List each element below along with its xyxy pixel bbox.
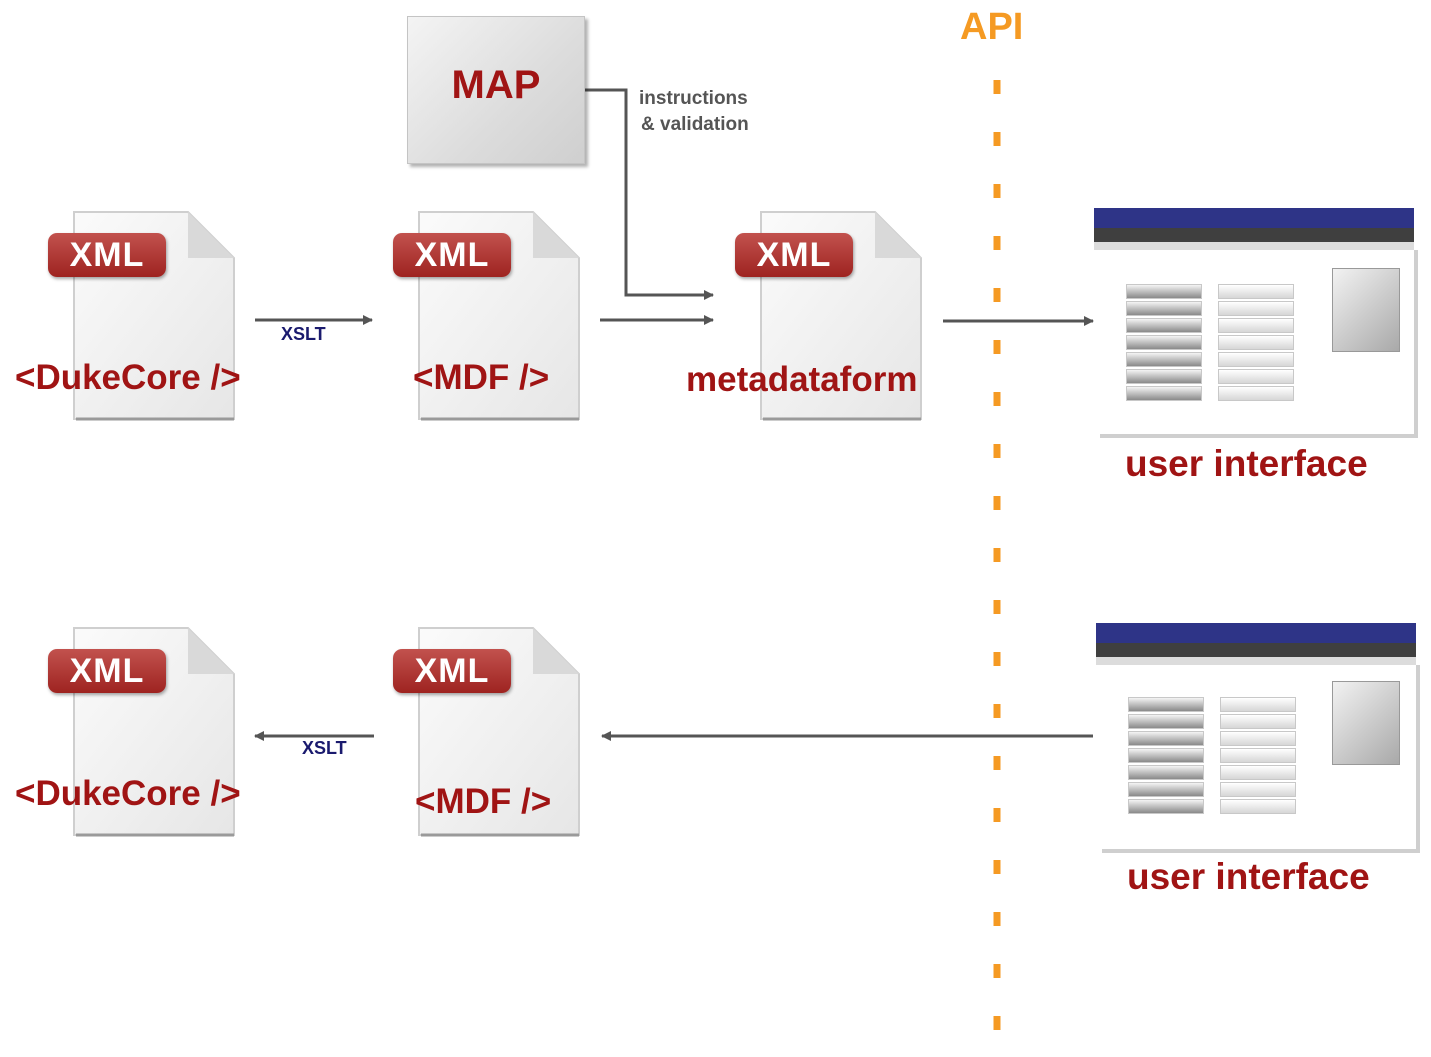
map-instructions-arrow (583, 88, 714, 300)
xml-badge: XML (393, 233, 511, 277)
form-label-column (1128, 697, 1204, 816)
dukecore-label-top: <DukeCore /> (15, 358, 241, 397)
user-interface-label-top: user interface (1125, 443, 1368, 484)
map-label: MAP (451, 63, 541, 107)
image-placeholder (1332, 681, 1400, 765)
xml-document-metadataform: XML (735, 208, 927, 423)
map-note-line1: instructions (639, 88, 748, 109)
window-toolbar (1096, 643, 1416, 657)
form-field-column (1220, 697, 1296, 816)
user-interface-window-top (1094, 208, 1418, 438)
window-title-bar (1094, 208, 1414, 228)
xml-document-dukecore-bottom: XML (48, 624, 240, 839)
xml-document-mdf-top: XML (393, 208, 585, 423)
mdf-label-bottom: <MDF /> (415, 782, 552, 821)
window-body (1102, 665, 1420, 853)
mdf-label-top: <MDF /> (413, 358, 550, 397)
window-toolbar (1094, 228, 1414, 242)
window-menubar (1094, 242, 1414, 250)
window-menubar (1096, 657, 1416, 665)
xml-document-dukecore-top: XML (48, 208, 240, 423)
api-label: API (960, 6, 1024, 48)
xslt-label-top: XSLT (281, 324, 326, 344)
map-note-line2: & validation (641, 114, 749, 135)
map-box: MAP (407, 16, 585, 164)
user-interface-window-bottom (1096, 623, 1420, 853)
xml-badge: XML (393, 649, 511, 693)
window-body (1100, 250, 1418, 438)
image-placeholder (1332, 268, 1400, 352)
user-interface-label-bottom: user interface (1127, 856, 1370, 897)
xml-badge: XML (735, 233, 853, 277)
xslt-label-bottom: XSLT (302, 738, 347, 758)
xml-document-mdf-bottom: XML (393, 624, 585, 839)
metadataform-label: metadataform (686, 360, 918, 399)
xml-badge: XML (48, 233, 166, 277)
form-field-column (1218, 284, 1294, 403)
dukecore-label-bottom: <DukeCore /> (15, 774, 241, 813)
form-label-column (1126, 284, 1202, 403)
window-title-bar (1096, 623, 1416, 643)
xml-badge: XML (48, 649, 166, 693)
